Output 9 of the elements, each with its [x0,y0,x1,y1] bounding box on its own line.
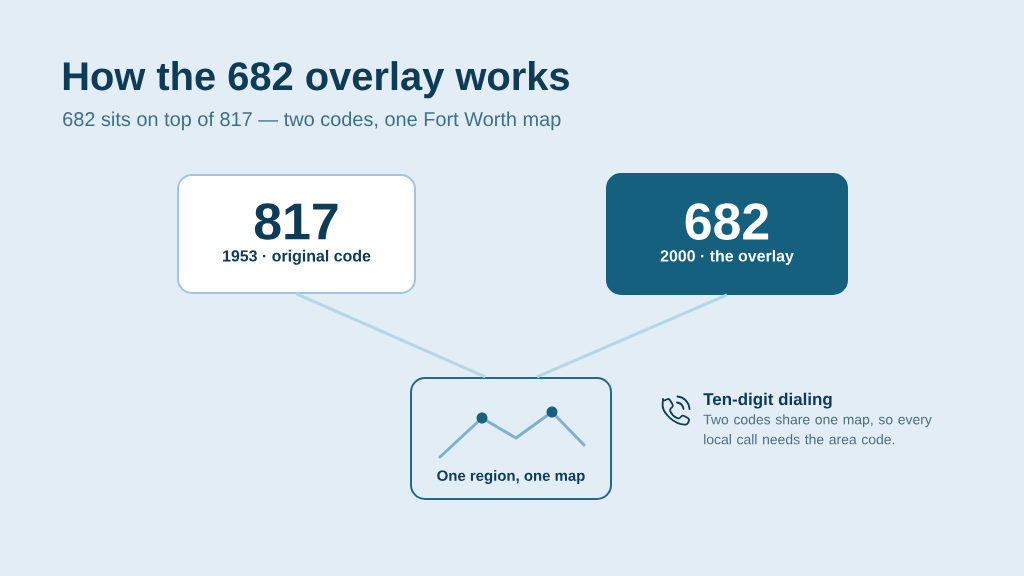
connector-line [295,292,486,379]
code-box: 682 2000 · the overlay [606,173,848,295]
note-text: Two codes share one map, so every local call needs the area code. [703,414,932,445]
connector-line [536,293,728,379]
region-box: One region, one map [410,377,612,500]
title: How the 682 overlay works [63,61,569,99]
code-box: 817 1953 · original code [177,174,416,294]
subtitle: 682 sits on top of 817 — two codes, one Fort Worth map [63,111,561,131]
note-heading: Ten-digit dialing [703,392,832,409]
